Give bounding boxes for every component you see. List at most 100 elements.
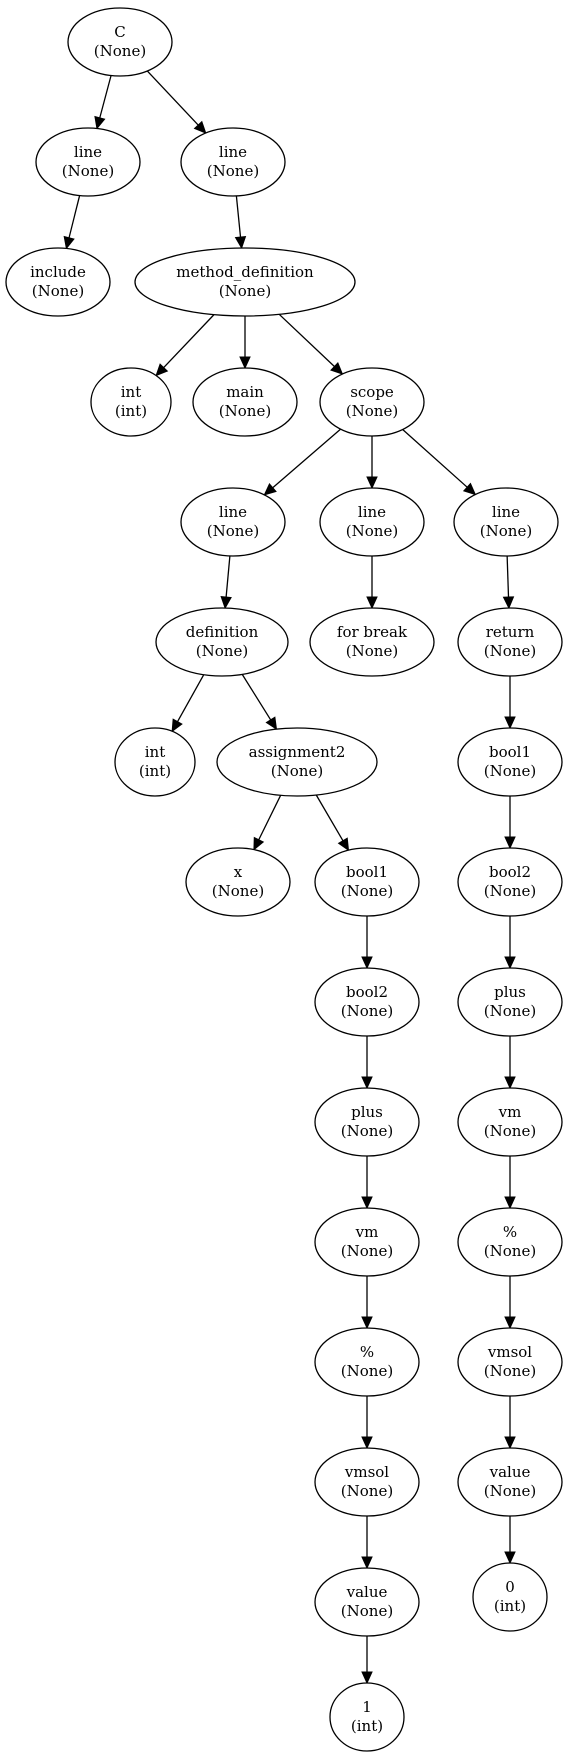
edge-arrowhead <box>361 1196 373 1210</box>
tree-node-n32: 0(int) <box>472 1562 548 1632</box>
edge-n30-n31 <box>504 1396 516 1450</box>
node-label: 1 <box>362 1698 372 1716</box>
node-label: for break <box>337 623 408 641</box>
node-label: line <box>74 143 102 161</box>
node-ellipse <box>457 727 563 797</box>
node-type: (None) <box>207 522 259 540</box>
node-type: (None) <box>341 1122 393 1140</box>
tree-node-n20: 1(int) <box>329 1682 405 1752</box>
node-label: 0 <box>505 1578 515 1596</box>
edge-line <box>506 555 510 598</box>
tree-node-n12: x(None) <box>185 847 291 917</box>
edge-line <box>68 195 81 238</box>
node-type: (None) <box>341 1002 393 1020</box>
edge-line <box>402 428 468 488</box>
edge-n7-n8 <box>263 428 342 496</box>
node-ellipse <box>314 1567 420 1637</box>
edge-n0-n3 <box>146 70 207 134</box>
tree-node-n27: plus(None) <box>457 967 563 1037</box>
node-type: (None) <box>212 882 264 900</box>
node-label: bool2 <box>489 863 531 881</box>
edge-n7-n21 <box>366 436 378 490</box>
tree-node-n21: line(None) <box>319 487 425 557</box>
edge-n1-n2 <box>63 195 81 250</box>
edge-n9-n10 <box>171 674 205 733</box>
edge-n7-n23 <box>402 428 477 496</box>
node-type: (int) <box>115 402 147 420</box>
node-type: (None) <box>341 1242 393 1260</box>
edge-n13-n14 <box>361 916 373 970</box>
edge-arrowhead <box>366 476 378 490</box>
node-ellipse <box>314 967 420 1037</box>
node-ellipse <box>314 1087 420 1157</box>
node-ellipse <box>457 1327 563 1397</box>
node-label: vmsol <box>487 1343 532 1361</box>
node-type: (None) <box>207 162 259 180</box>
edge-arrowhead <box>234 235 247 250</box>
tree-node-n26: bool2(None) <box>457 847 563 917</box>
edge-n31-n32 <box>504 1516 516 1565</box>
edge-arrowhead <box>504 836 516 850</box>
edge-n4-n7 <box>278 313 344 375</box>
edge-arrowhead <box>361 1076 373 1090</box>
edge-arrowhead <box>63 235 75 250</box>
edge-arrowhead <box>361 956 373 970</box>
edges-layer <box>63 70 516 1685</box>
node-ellipse <box>319 487 425 557</box>
node-ellipse <box>5 247 111 317</box>
node-ellipse <box>457 607 563 677</box>
node-label: value <box>346 1583 388 1601</box>
node-type: (None) <box>480 522 532 540</box>
node-ellipse <box>114 727 196 797</box>
node-type: (None) <box>341 1482 393 1500</box>
edge-arrowhead <box>171 718 183 733</box>
tree-node-n7: scope(None) <box>319 367 425 437</box>
node-ellipse <box>155 607 289 677</box>
tree-node-n25: bool1(None) <box>457 727 563 797</box>
tree-node-n30: vmsol(None) <box>457 1327 563 1397</box>
edge-line <box>272 428 342 489</box>
edge-arrowhead <box>361 1671 373 1685</box>
tree-node-n17: %(None) <box>314 1327 420 1397</box>
edge-arrowhead <box>504 1316 516 1330</box>
node-type: (None) <box>346 642 398 660</box>
edge-n15-n16 <box>361 1156 373 1210</box>
node-ellipse <box>329 1682 405 1752</box>
edge-n25-n26 <box>504 796 516 850</box>
tree-node-n10: int(int) <box>114 727 196 797</box>
node-type: (int) <box>494 1597 526 1615</box>
edge-arrowhead <box>330 361 344 375</box>
node-label: assignment2 <box>249 743 346 761</box>
edge-arrowhead <box>366 596 378 610</box>
node-type: (None) <box>346 402 398 420</box>
node-ellipse <box>457 1447 563 1517</box>
node-ellipse <box>314 1207 420 1277</box>
edge-arrowhead <box>239 356 251 370</box>
tree-node-n22: for break(None) <box>309 607 435 677</box>
node-label: bool1 <box>489 743 531 761</box>
node-type: (None) <box>271 762 323 780</box>
edge-arrowhead <box>193 120 207 134</box>
tree-node-n4: method_definition(None) <box>134 247 356 317</box>
nodes-layer: C(None)line(None)include(None)line(None)… <box>5 7 563 1752</box>
edge-n0-n1 <box>94 75 112 130</box>
node-ellipse <box>216 727 378 797</box>
node-type: (None) <box>484 1122 536 1140</box>
edge-n21-n22 <box>366 556 378 610</box>
edge-n19-n20 <box>361 1636 373 1685</box>
edge-line <box>225 555 231 598</box>
node-type: (None) <box>196 642 248 660</box>
edge-arrowhead <box>504 1551 516 1565</box>
edge-arrowhead <box>94 115 106 130</box>
node-label: method_definition <box>176 263 314 281</box>
tree-node-n13: bool1(None) <box>314 847 420 917</box>
edge-arrowhead <box>361 1556 373 1570</box>
node-label: line <box>219 143 247 161</box>
node-label: int <box>145 743 166 761</box>
node-ellipse <box>180 487 286 557</box>
edge-line <box>163 314 215 369</box>
node-type: (None) <box>346 522 398 540</box>
edge-n17-n18 <box>361 1396 373 1450</box>
edge-line <box>315 794 344 842</box>
